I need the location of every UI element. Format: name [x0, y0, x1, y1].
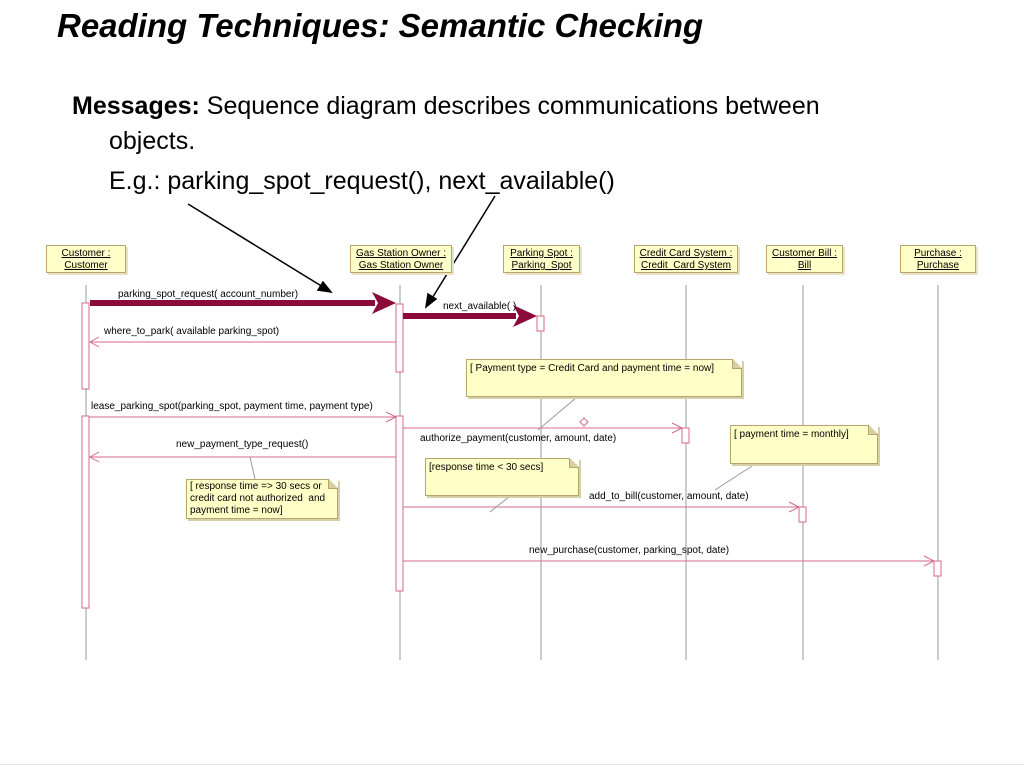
note-connector-4: [249, 456, 256, 480]
msg-add-to-bill-head: [788, 501, 801, 513]
msg-lease-parking-spot-label: lease_parking_spot(parking_spot, payment…: [91, 401, 373, 412]
bottom-divider: [0, 764, 1024, 765]
lifeline-header-customer-bill: Customer Bill : Bill: [766, 245, 843, 273]
callout-arrow-next-head: [424, 292, 438, 309]
lifeline-bill-line2: Bill: [797, 260, 812, 271]
highlight-arrow-next-head: [513, 305, 537, 327]
slide-title: Reading Techniques: Semantic Checking: [57, 7, 704, 44]
msg-add-to-bill-label: add_to_bill(customer, amount, date): [589, 491, 749, 502]
lifeline-header-parking-spot: Parking Spot : Parking_Spot: [503, 245, 580, 273]
msg-new-purchase-head: [923, 555, 936, 567]
lifeline-credit-line2: Credit_Card System: [640, 260, 732, 271]
note-connector-2: [714, 463, 756, 491]
lifeline-parking-line2: Parking_Spot: [511, 260, 572, 271]
example-text: E.g.: parking_spot_request(), next_avail…: [109, 167, 615, 195]
lifeline-credit-line1: Credit Card System :: [639, 248, 733, 259]
msg-new-purchase-label: new_purchase(customer, parking_spot, dat…: [529, 545, 730, 556]
callout-arrow-request-line: [187, 203, 324, 288]
msg-authorize-payment-label: authorize_payment(customer, amount, date…: [420, 433, 617, 444]
messages-label: Messages:: [72, 92, 200, 120]
msg-parking-spot-request-label: parking_spot_request( account_number): [118, 289, 299, 300]
note-response-under-30: [response time < 30 secs]: [425, 458, 579, 496]
guard-diamond: [579, 417, 589, 427]
lifeline-purchase-line1: Purchase :: [914, 248, 962, 259]
messages-text-line2: objects.: [109, 127, 196, 155]
note-payment-monthly: [ payment time = monthly]: [730, 425, 878, 464]
lifeline-owner-line2: Gas Station Owner: [358, 260, 444, 271]
messages-bullet: Messages: Sequence diagram describes com…: [72, 89, 952, 123]
msg-lease-head: [385, 411, 398, 423]
lifeline-header-customer: Customer : Customer: [46, 245, 126, 273]
activation-purchase: [933, 560, 942, 577]
activation-credit-card: [681, 427, 690, 444]
callout-arrow-next-line: [430, 195, 496, 301]
highlight-arrow-request-head: [372, 292, 396, 314]
highlight-arrow-next-shaft: [403, 313, 516, 319]
lifeline-customer-line2: Customer: [64, 260, 108, 271]
msg-next-available-label: next_available( ): [443, 301, 517, 312]
msg-new-payment-type-request-label: new_payment_type_request(): [176, 439, 309, 450]
callout-arrow-request-head: [316, 280, 333, 294]
lifeline-header-credit-card-system: Credit Card System : Credit_Card System: [634, 245, 738, 273]
lifeline-parking-line1: Parking Spot :: [510, 248, 573, 259]
lifeline-customer-line1: Customer :: [61, 248, 111, 259]
activation-owner-1: [395, 303, 404, 373]
lifeline-header-gas-station-owner: Gas Station Owner : Gas Station Owner: [350, 245, 452, 273]
lifeline-header-purchase: Purchase : Purchase: [900, 245, 976, 273]
msg-new-payment-head: [88, 451, 100, 463]
msg-where-to-park-label: where_to_park( available parking_spot): [104, 326, 280, 337]
activation-customer-1: [81, 302, 90, 390]
activation-owner-2: [395, 415, 404, 592]
msg-authorize-head: [671, 422, 684, 434]
activation-bill: [798, 506, 807, 523]
note-credit-card-now: [ Payment type = Credit Card and payment…: [466, 359, 742, 397]
lifeline-bill-line1: Customer Bill :: [771, 248, 837, 259]
note-response-over-30: [ response time => 30 secs or credit car…: [186, 479, 338, 519]
lifeline-purchase-line2: Purchase: [916, 260, 960, 271]
note-connector-1: [537, 396, 578, 431]
note-connector-3: [489, 495, 511, 513]
highlight-arrow-request-shaft: [90, 300, 375, 306]
msg-where-to-park-head: [88, 336, 100, 348]
messages-text-line1: Sequence diagram describes communication…: [199, 92, 820, 120]
lifeline-owner-line1: Gas Station Owner :: [355, 248, 447, 259]
activation-parking-spot: [536, 315, 545, 332]
activation-customer-2: [81, 415, 90, 609]
